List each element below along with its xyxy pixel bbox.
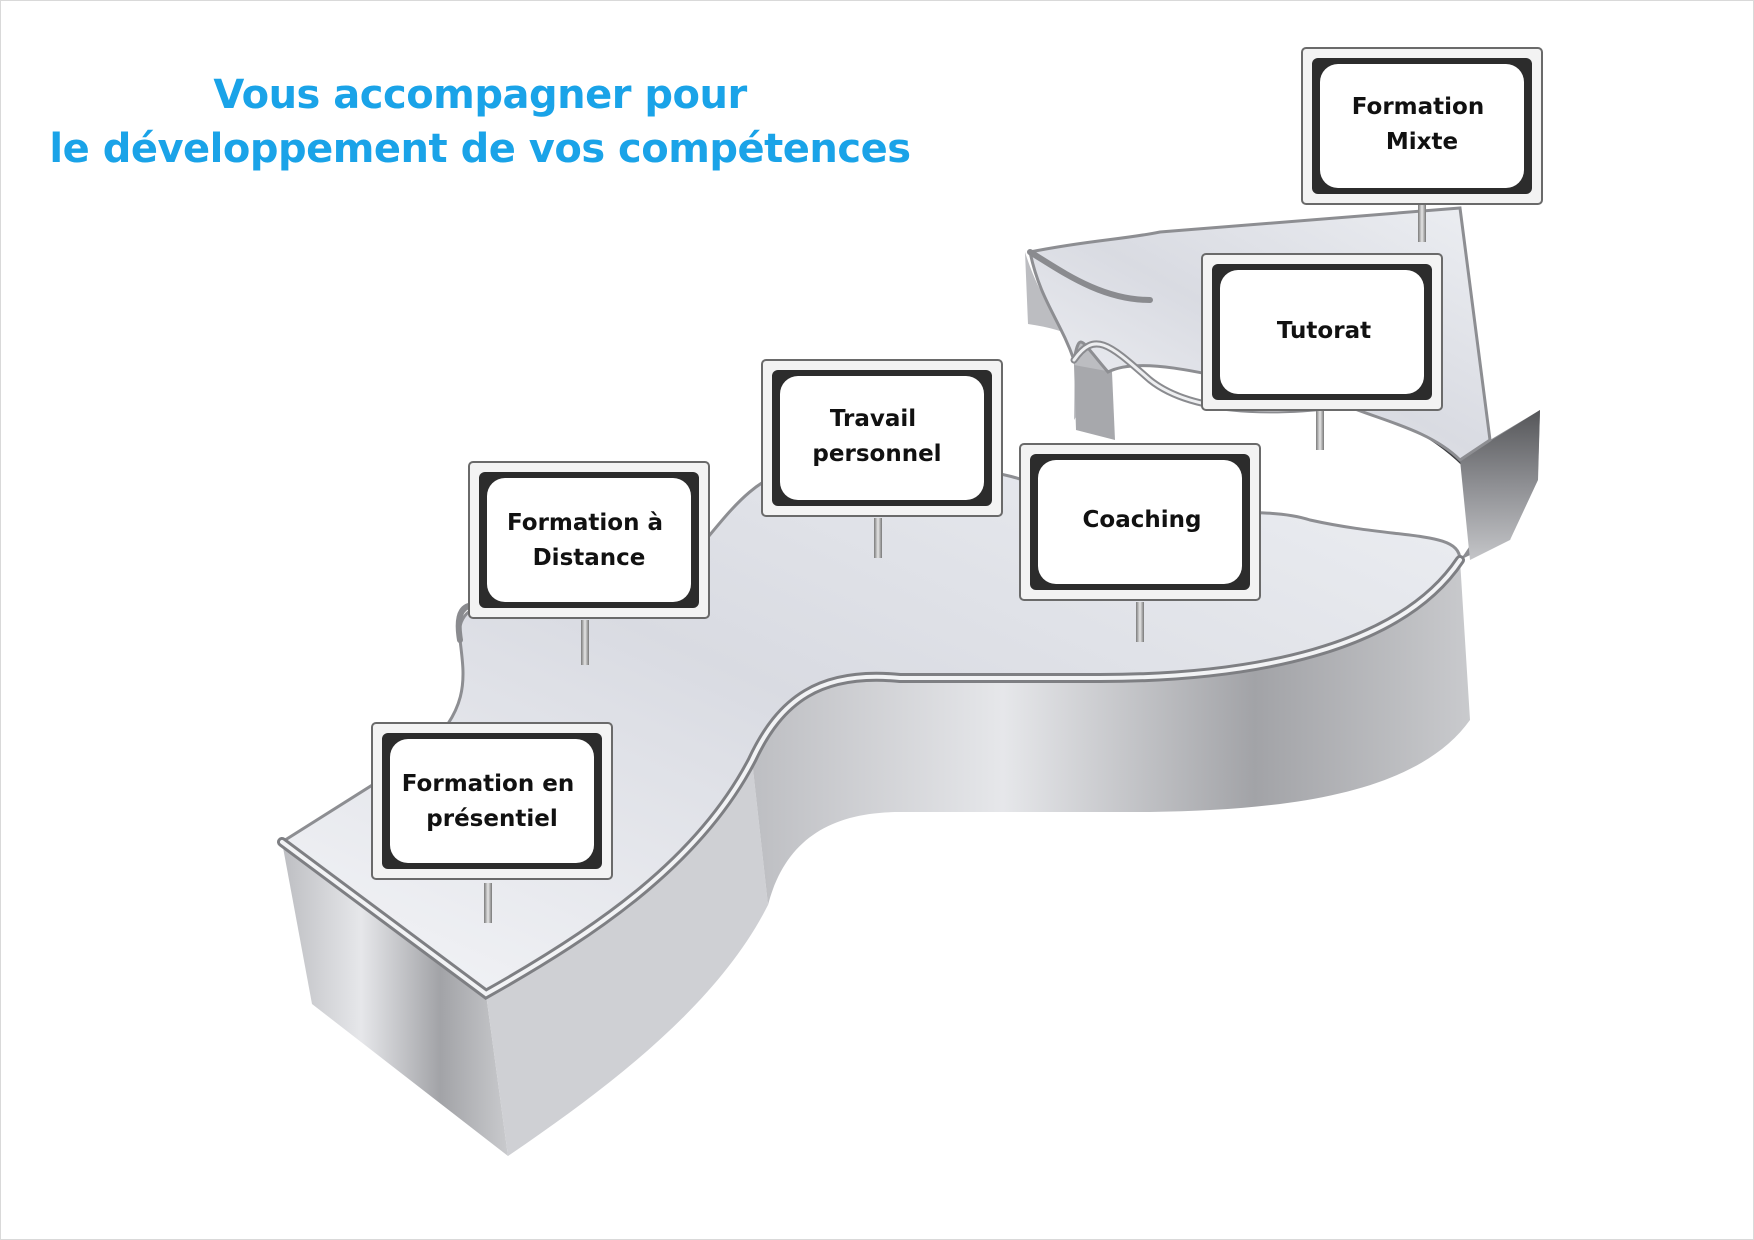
sign-label-line-1: Formation [1352, 94, 1484, 120]
svg-text:Formation à Distance: Formation à Distance [507, 510, 671, 571]
sign-pole [1316, 410, 1324, 450]
title-line-2: le développement de vos compétences [49, 126, 911, 172]
sign-pole [1418, 204, 1426, 242]
path-block-front-right [486, 760, 768, 1156]
sign-face [1038, 460, 1242, 584]
sign-label-line-2: Mixte [1386, 129, 1458, 155]
path-back-wall-2 [1074, 365, 1115, 440]
sign-face [1220, 270, 1424, 394]
sign-label-line-1: Coaching [1083, 507, 1202, 533]
svg-text:Tutorat: Tutorat [1277, 318, 1371, 344]
sign-label-line-1: Travail [830, 406, 916, 432]
page-title: Vous accompagner pour le développement d… [40, 68, 920, 176]
sign-formation-distance: Formation à Distance [468, 461, 710, 665]
sign-pole [581, 620, 589, 665]
sign-label-line-1: Tutorat [1277, 318, 1371, 344]
sign-coaching: Coaching [1019, 443, 1261, 642]
sign-face [780, 376, 984, 500]
sign-label-line-2: personnel [812, 441, 941, 467]
sign-pole [874, 518, 882, 558]
sign-pole [1136, 602, 1144, 642]
svg-text:Formation Mixte: Formation Mixte [1352, 94, 1492, 155]
svg-text:Formation en présentiel: Formation en présentiel [402, 771, 582, 832]
path-block-front [282, 842, 508, 1156]
sign-travail-personnel: Travail personnel [761, 359, 1003, 558]
path-wall-middle [752, 560, 1470, 905]
svg-text:Travail personnel: Travail personnel [812, 406, 941, 467]
sign-label-line-2: Distance [533, 545, 646, 571]
sign-face [487, 478, 691, 602]
title-line-1: Vous accompagner pour [213, 72, 747, 118]
sign-face [390, 739, 594, 863]
sign-pole [484, 883, 492, 923]
sign-label-line-1: Formation à [507, 510, 663, 536]
svg-text:Coaching: Coaching [1083, 507, 1202, 533]
sign-tutorat: Tutorat [1201, 253, 1443, 450]
sign-label-line-1: Formation en [402, 771, 574, 797]
sign-formation-presentiel: Formation en présentiel [371, 722, 613, 923]
sign-formation-mixte: Formation Mixte [1301, 47, 1543, 242]
sign-label-line-2: présentiel [426, 806, 557, 832]
sign-face [1320, 64, 1524, 188]
